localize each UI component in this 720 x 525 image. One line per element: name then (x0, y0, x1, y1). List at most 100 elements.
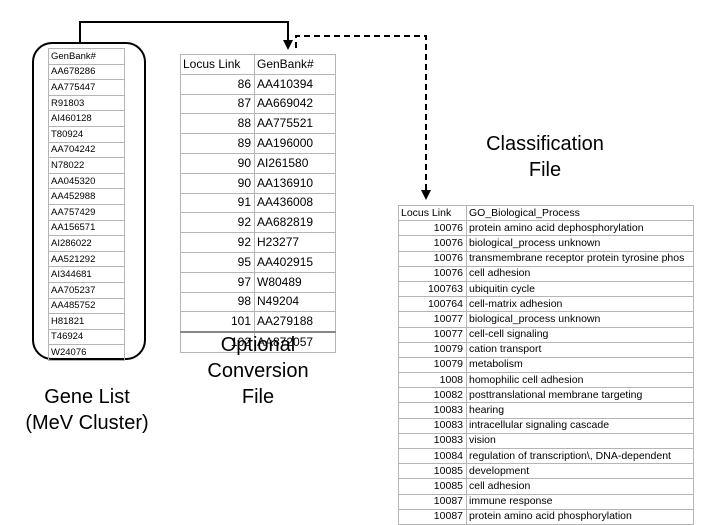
table-row: AI286022 (48, 235, 125, 252)
genbank-cell: AA279188 (254, 311, 336, 333)
gene-list-caption-line2: (MeV Cluster) (25, 412, 149, 434)
go-process-cell: immune response (466, 493, 694, 510)
table-row: N78022 (48, 157, 125, 174)
gene-id-cell: H81821 (48, 313, 125, 330)
go-process-cell: cell-cell signaling (466, 326, 694, 343)
table-row: R91803 (48, 94, 125, 112)
go-process-cell: ubiquitin cycle (466, 280, 694, 298)
gene-list-caption-line1: Gene List (44, 386, 130, 408)
genbank-cell: AA669042 (254, 93, 336, 115)
conversion-caption: Optional Conversion File (180, 332, 336, 410)
gene-id-cell: AA045320 (48, 172, 125, 190)
gene-id-cell: AA704242 (48, 141, 125, 159)
locus-link-cell: 10077 (398, 326, 467, 343)
go-process-cell: development (466, 463, 694, 480)
go-process-cell: protein amino acid phosphorylation (466, 508, 694, 525)
locus-link-cell: 10084 (398, 447, 467, 465)
conversion-header-locus-link: Locus Link (180, 54, 255, 75)
locus-link-cell: 10079 (398, 356, 467, 374)
conversion-caption-line2: Conversion (207, 360, 309, 382)
locus-link-cell: 100764 (398, 296, 467, 313)
locus-link-cell: 10076 (398, 235, 467, 252)
go-process-cell: cell adhesion (466, 265, 694, 282)
classification-header-go-process: GO_Biological_Process (466, 204, 694, 222)
table-row: AA452988 (48, 188, 125, 205)
gene-id-cell: W24076 (48, 344, 125, 361)
genbank-cell: AA775521 (254, 113, 336, 135)
go-process-cell: biological_process unknown (466, 311, 694, 328)
classification-caption-line1: Classification (486, 133, 604, 155)
locus-link-cell: 10077 (398, 311, 467, 328)
go-process-cell: posttranslational membrane targeting (466, 387, 694, 404)
genbank-cell: N49204 (254, 291, 336, 313)
genbank-cell: AA872057 (254, 331, 336, 353)
locus-link-cell: 87 (180, 93, 255, 115)
go-process-cell: protein amino acid dephosphorylation (466, 220, 694, 237)
table-row: T46924 (48, 328, 125, 346)
locus-link-cell: 10079 (398, 341, 467, 358)
go-process-cell: cell adhesion (466, 478, 694, 495)
go-process-cell: metabolism (466, 356, 694, 374)
go-process-cell: biological_process unknown (466, 235, 694, 252)
locus-link-cell: 90 (180, 152, 255, 174)
gene-id-cell: N78022 (48, 157, 125, 174)
gene-id-cell: AA705237 (48, 281, 125, 299)
go-process-cell: transmembrane receptor protein tyrosine … (466, 250, 694, 267)
table-row: H81821 (48, 313, 125, 330)
gene-id-cell: T80924 (48, 125, 125, 143)
genbank-cell: AA436008 (254, 192, 336, 214)
locus-link-cell: 1008 (398, 372, 467, 389)
table-row: AI460128 (48, 110, 125, 127)
locus-link-cell: 92 (180, 232, 255, 253)
gene-list-caption: Gene List (MeV Cluster) (2, 384, 172, 436)
locus-link-cell: 91 (180, 192, 255, 214)
locus-link-cell: 90 (180, 172, 255, 194)
locus-link-cell: 97 (180, 271, 255, 293)
genbank-cell: H23277 (254, 232, 336, 253)
locus-link-cell: 100763 (398, 280, 467, 298)
locus-link-cell: 10076 (398, 250, 467, 267)
gene-id-cell: AI286022 (48, 235, 125, 252)
locus-link-cell: 89 (180, 133, 255, 154)
table-row: AA705237 (48, 281, 125, 299)
table-row: AA678286 (48, 63, 125, 81)
locus-link-cell: 92 (180, 212, 255, 234)
locus-link-cell: 10085 (398, 463, 467, 480)
table-row: AA775447 (48, 79, 125, 96)
table-row: AA757429 (48, 203, 125, 221)
genbank-cell: W80489 (254, 271, 336, 293)
genbank-cell: AI261580 (254, 152, 336, 174)
go-process-cell: regulation of transcription\, DNA-depend… (466, 447, 694, 465)
classification-header-locus-link: Locus Link (398, 204, 467, 222)
gene-id-cell: AA485752 (48, 297, 125, 315)
locus-link-cell: 10087 (398, 493, 467, 510)
gene-id-cell: AA156571 (48, 219, 125, 237)
table-row: AA521292 (48, 250, 125, 268)
locus-link-cell: 10083 (398, 402, 467, 419)
locus-link-cell: 88 (180, 113, 255, 135)
table-row: AA045320 (48, 172, 125, 190)
classification-caption: Classification File (460, 131, 630, 183)
